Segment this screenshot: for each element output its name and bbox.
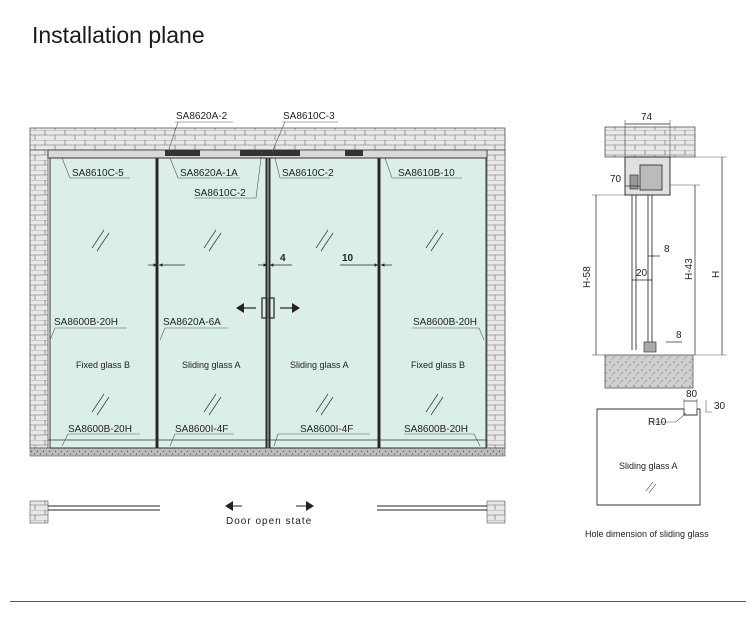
dim-80: 80 bbox=[686, 389, 698, 400]
dim-74: 74 bbox=[641, 112, 653, 123]
open-arrow-left-icon bbox=[236, 303, 244, 313]
panel-label-2: Sliding glass A bbox=[182, 360, 241, 370]
gap-side-dim: 10 bbox=[342, 253, 354, 264]
label-bottom-left: SA8600B-20H bbox=[68, 424, 132, 435]
label-bottom-mid-left: SA8600I-4F bbox=[175, 424, 228, 435]
plan-view: Door open state bbox=[29, 500, 506, 527]
label-sa8620a-1a: SA8620A-1A bbox=[180, 168, 238, 179]
hole-caption: Hole dimension of sliding glass bbox=[585, 529, 709, 539]
hole-detail: 80 30 R10 Sliding glass A Hole dimension… bbox=[585, 389, 726, 539]
label-sa8610c-3: SA8610C-3 bbox=[283, 111, 335, 122]
sliding-glass-left bbox=[157, 157, 267, 449]
label-bottom-mid-right: SA8600I-4F bbox=[300, 424, 353, 435]
dim-h: H bbox=[711, 271, 722, 278]
wall-top bbox=[29, 127, 506, 151]
wall-right bbox=[486, 149, 506, 449]
wall-left bbox=[29, 149, 49, 449]
fixed-glass-left bbox=[49, 157, 157, 449]
label-sa8620a-2: SA8620A-2 bbox=[176, 111, 228, 122]
dim-20: 20 bbox=[636, 268, 648, 279]
label-bottom-right: SA8600B-20H bbox=[404, 424, 468, 435]
open-arrow-right-icon bbox=[292, 303, 300, 313]
dim-70: 70 bbox=[610, 174, 622, 185]
floor bbox=[29, 447, 506, 457]
label-left-post: SA8600B-20H bbox=[54, 317, 118, 328]
label-sa8620a-6a: SA8620A-6A bbox=[163, 317, 221, 328]
dim-h-43: H-43 bbox=[684, 258, 695, 280]
panel-label-3: Sliding glass A bbox=[290, 360, 349, 370]
door-open-caption: Door open state bbox=[226, 516, 312, 527]
bottom-divider bbox=[10, 601, 746, 602]
panel-label-4: Fixed glass B bbox=[411, 360, 465, 370]
plan-arrow-left-icon bbox=[225, 501, 233, 511]
hole-glass-label: Sliding glass A bbox=[619, 461, 678, 471]
sliding-glass-right bbox=[269, 157, 379, 449]
plan-arrow-right-icon bbox=[306, 501, 314, 511]
gap-center-dim: 4 bbox=[280, 253, 286, 264]
dim-8-bottom: 8 bbox=[676, 330, 682, 341]
fixed-glass-right bbox=[379, 157, 487, 449]
page-title: Installation plane bbox=[32, 22, 205, 48]
label-sa8610c-2-lower: SA8610C-2 bbox=[194, 188, 246, 199]
front-elevation: 4 10 SA8620A-2 SA8610C-3 SA8610C-5 SA862… bbox=[29, 111, 506, 457]
label-sa8610b-10: SA8610B-10 bbox=[398, 168, 455, 179]
label-sa8610c-5: SA8610C-5 bbox=[72, 168, 124, 179]
dim-r10: R10 bbox=[648, 417, 667, 428]
panel-label-1: Fixed glass B bbox=[76, 360, 130, 370]
dim-8-top: 8 bbox=[664, 244, 670, 255]
label-right-post: SA8600B-20H bbox=[413, 317, 477, 328]
label-sa8610c-2: SA8610C-2 bbox=[282, 168, 334, 179]
dim-h-58: H-58 bbox=[582, 266, 593, 288]
side-section: 74 70 8 20 8 H-58 H-43 H bbox=[582, 112, 727, 389]
dim-30: 30 bbox=[714, 401, 726, 412]
door-handle bbox=[261, 297, 268, 319]
